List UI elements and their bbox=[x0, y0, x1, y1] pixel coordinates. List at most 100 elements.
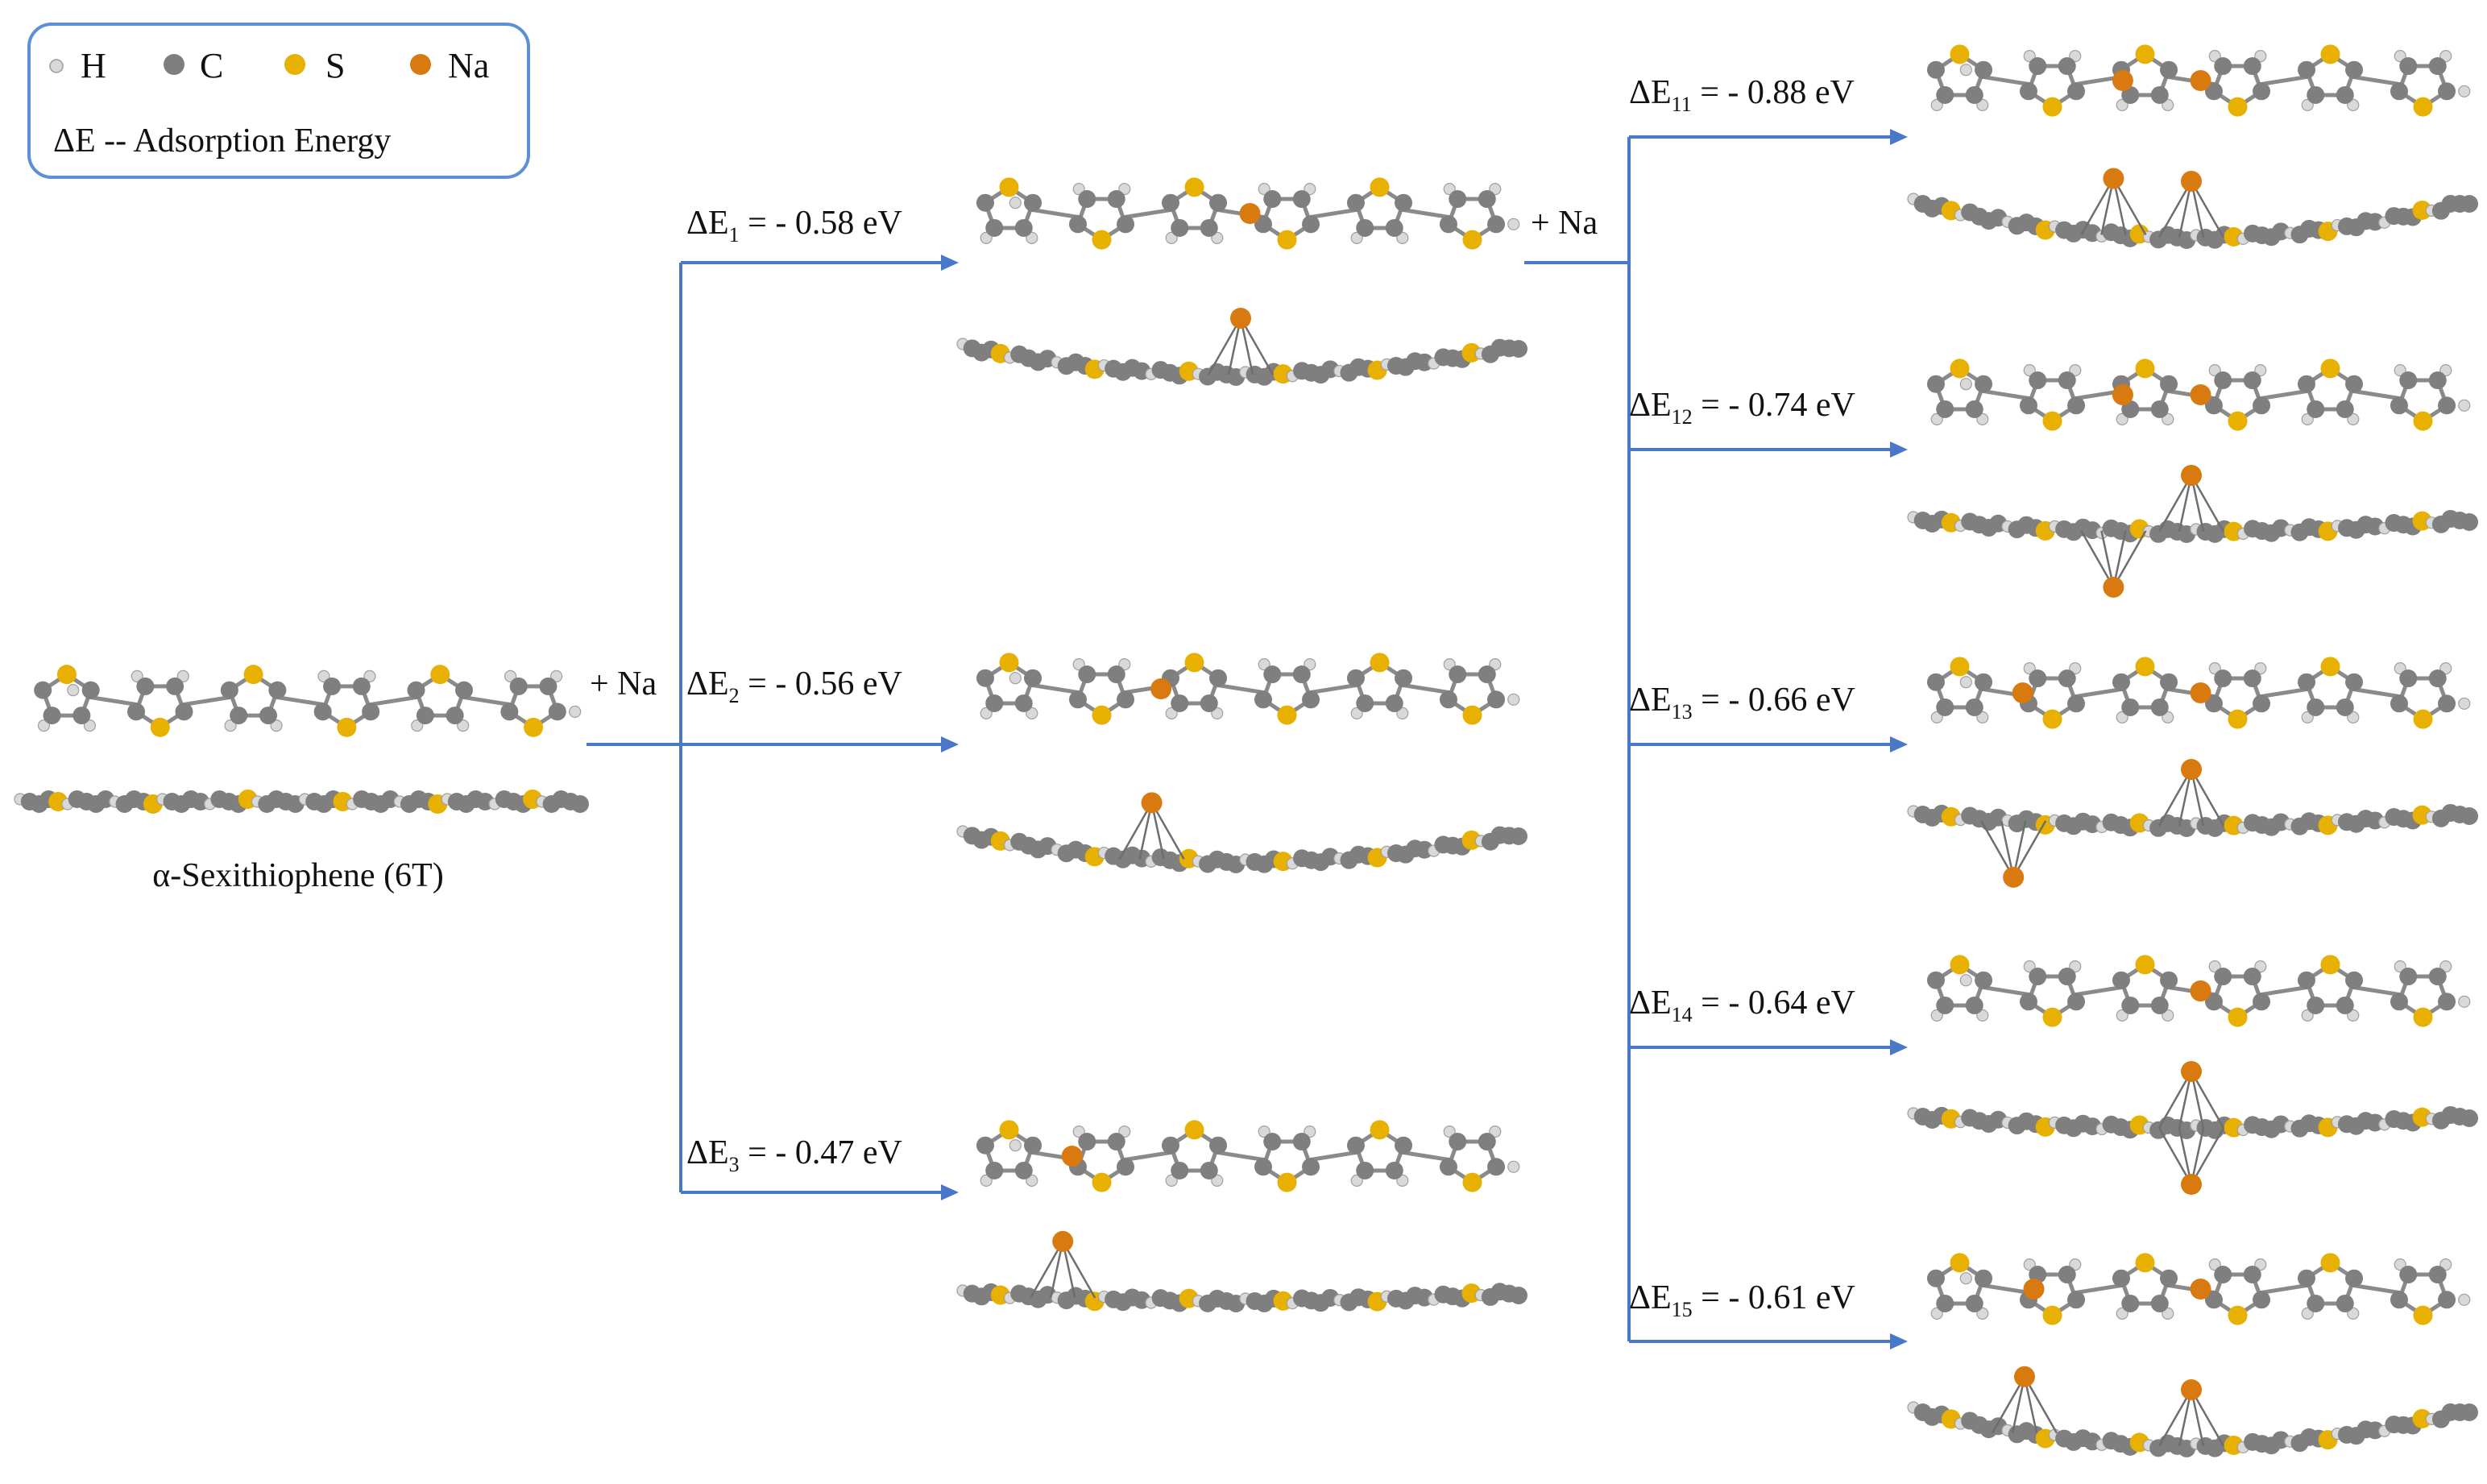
carbon-atom bbox=[2029, 371, 2047, 390]
na-contact-line bbox=[2190, 769, 2225, 827]
hydrogen-atom bbox=[1976, 1009, 1989, 1022]
carbon-atom bbox=[2058, 57, 2076, 76]
hydrogen-atom bbox=[1443, 1125, 1456, 1138]
energy-label-13: ΔE13 = - 0.66 eV bbox=[1629, 682, 1855, 723]
sulfur-atom bbox=[2413, 709, 2433, 729]
molecule-side-view bbox=[14, 790, 589, 814]
carbon-atom bbox=[1068, 690, 1087, 709]
carbon-atom bbox=[2204, 396, 2223, 415]
carbon-atom bbox=[2112, 673, 2130, 691]
sodium-atom bbox=[1239, 203, 1261, 224]
structures bbox=[956, 44, 2478, 1457]
hydrogen-atom bbox=[1489, 1125, 1502, 1138]
carbon-atom bbox=[1161, 1136, 1179, 1154]
structure-second-11 bbox=[1907, 44, 2478, 249]
carbon-atom bbox=[416, 707, 434, 725]
na-contact-line bbox=[2080, 530, 2115, 588]
legend-item-na: Na bbox=[410, 46, 489, 85]
legend-item-c: C bbox=[164, 46, 223, 85]
hydrogen-atom bbox=[2394, 364, 2406, 377]
carbon-atom bbox=[2243, 968, 2261, 986]
na-contact-line bbox=[2190, 1389, 2225, 1447]
carbon-atom bbox=[1965, 85, 1983, 104]
sulfur-atom bbox=[999, 653, 1019, 673]
sulfur-atom bbox=[2413, 411, 2433, 431]
hydrogen-atom bbox=[2208, 364, 2221, 377]
inter-ring-bond bbox=[2350, 388, 2403, 401]
hydrogen-atom bbox=[2439, 364, 2452, 377]
na-contact-line bbox=[2190, 180, 2225, 238]
sulfur-atom bbox=[2320, 955, 2340, 975]
molecule-side-view bbox=[1907, 1061, 2478, 1195]
sodium-atom bbox=[1150, 678, 1172, 699]
carbon-atom bbox=[2366, 213, 2385, 231]
carbon-atom bbox=[2067, 1291, 2086, 1309]
legend: H C S Na ΔE -- Adsorption Energy bbox=[27, 23, 530, 179]
carbon-atom bbox=[1346, 1136, 1365, 1154]
sulfur-atom bbox=[1950, 955, 1970, 975]
carbon-atom bbox=[1024, 1136, 1042, 1154]
hydrogen-atom bbox=[1976, 1307, 1989, 1320]
hydrogen-atom bbox=[2394, 50, 2406, 63]
hydrogen-atom bbox=[980, 1174, 993, 1187]
legend-description: ΔE -- Adsorption Energy bbox=[53, 122, 391, 160]
hydrogen-atom bbox=[1350, 1174, 1363, 1187]
carbon-atom bbox=[1209, 669, 1228, 687]
carbon-atom bbox=[985, 1161, 1004, 1179]
carbon-atom bbox=[1254, 215, 1272, 234]
structure-first-3 bbox=[956, 1120, 1527, 1312]
carbon-atom bbox=[2150, 1294, 2169, 1312]
carbon-atom bbox=[1302, 215, 1320, 234]
energy-label-1: ΔE1 = - 0.58 eV bbox=[686, 205, 902, 247]
sulfur-atom bbox=[56, 665, 77, 685]
hydrogen-atom bbox=[1118, 658, 1131, 671]
hydrogen-atom bbox=[980, 231, 993, 244]
carbon-atom bbox=[1975, 60, 1993, 79]
carbon-atom bbox=[1439, 1158, 1457, 1176]
carbon-atom bbox=[2214, 57, 2232, 76]
sulfur-atom bbox=[1950, 44, 1970, 64]
carbon-atom bbox=[2336, 400, 2354, 418]
carbon-atom bbox=[1014, 694, 1033, 712]
legend-label-s: S bbox=[325, 46, 345, 85]
hydrogen-atom bbox=[2439, 960, 2452, 973]
carbon-atom bbox=[2019, 82, 2037, 101]
hydrogen-atom bbox=[2208, 1258, 2221, 1271]
inter-ring-bond bbox=[1979, 74, 2033, 87]
carbon-atom bbox=[539, 677, 558, 695]
hydrogen-atom bbox=[1211, 707, 1224, 719]
carbon-atom bbox=[1292, 190, 1311, 209]
sulfur-atom bbox=[1462, 230, 1482, 250]
carbon-atom bbox=[1975, 375, 1993, 393]
hydrogen-atom bbox=[549, 669, 563, 682]
carbon-atom bbox=[2428, 371, 2447, 390]
inter-ring-bond bbox=[2257, 74, 2311, 87]
hydrogen-atom bbox=[2069, 662, 2082, 675]
carbon-atom bbox=[1926, 60, 1945, 79]
sodium-atom bbox=[2181, 759, 2202, 780]
carbon-atom bbox=[2243, 1266, 2261, 1284]
hydrogen-atom bbox=[2254, 1258, 2267, 1271]
na-contact-line bbox=[2157, 1071, 2193, 1129]
carbon-atom bbox=[2345, 1269, 2364, 1287]
hydrogen-atom bbox=[1165, 707, 1178, 719]
carbon-atom bbox=[34, 681, 52, 699]
sulfur-atom bbox=[150, 717, 170, 737]
carbon-atom bbox=[985, 218, 1004, 237]
carbon-atom bbox=[1487, 1158, 1506, 1176]
hydrogen-atom bbox=[1507, 693, 1520, 706]
inter-ring-bond bbox=[180, 694, 233, 707]
carbon-atom bbox=[1936, 698, 1954, 716]
energy-label-15: ΔE15 = - 0.61 eV bbox=[1629, 1279, 1855, 1321]
carbon-atom bbox=[2297, 60, 2315, 79]
sulfur-atom bbox=[2228, 709, 2248, 729]
structure-second-12 bbox=[1907, 359, 2478, 598]
hydrogen-atom bbox=[1976, 98, 1989, 111]
hydrogen-atom bbox=[2458, 1293, 2471, 1306]
molecule-top-view bbox=[1926, 359, 2471, 431]
carbon-atom bbox=[2029, 968, 2047, 986]
hydrogen-atom bbox=[2023, 364, 2036, 377]
energy-label-11: ΔE11 = - 0.88 eV bbox=[1629, 74, 1855, 116]
inter-ring-bond bbox=[1399, 1150, 1453, 1163]
